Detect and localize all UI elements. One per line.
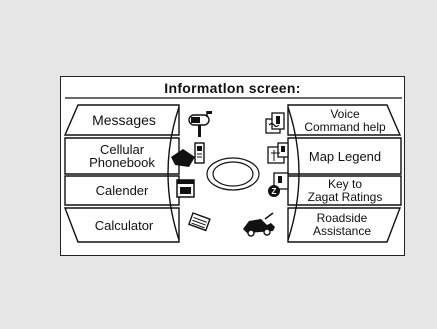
calculator-button[interactable]: Calculator	[71, 210, 177, 240]
calculator-button-label: Calculator	[94, 217, 154, 233]
map-legend-button-outline	[287, 137, 402, 175]
calender-button-label: Calender	[95, 183, 149, 198]
calender-button-outline	[64, 175, 180, 206]
map-legend-button[interactable]: Map Legend	[290, 139, 400, 173]
voice-help-button-outline	[287, 104, 402, 136]
panel-title: Informatlon screen:	[164, 80, 301, 96]
calender-button[interactable]: Calender	[67, 177, 177, 204]
messages-button[interactable]: Messages	[71, 107, 177, 134]
roadside-assistance-button[interactable]: Roadside Assistance	[290, 210, 394, 240]
phone-icon	[171, 142, 205, 167]
tow-truck-icon	[243, 212, 275, 237]
calculator-button-outline	[63, 207, 180, 243]
calculator-icon	[187, 212, 211, 232]
voice-command-help-button[interactable]: Voice Command help	[290, 107, 400, 134]
roadside-button-outline	[287, 207, 402, 243]
cellular-phonebook-button[interactable]: Cellular Phonebook	[67, 139, 177, 173]
center-wheel	[167, 106, 300, 241]
map-book-icon	[267, 142, 289, 164]
zagat-button-outline	[287, 175, 402, 206]
zagat-button-label: Key to Zagat Ratings	[307, 176, 383, 204]
book-help-icon	[265, 112, 285, 134]
phonebook-button-outline	[64, 137, 180, 175]
map-legend-button-label: Map Legend	[308, 148, 382, 164]
zagat-book-icon: Z	[268, 172, 289, 197]
roadside-button-label: Roadside Assistance	[312, 211, 372, 238]
svg-text:Z: Z	[272, 187, 277, 196]
messages-button-outline	[63, 104, 180, 136]
phonebook-button-label: Cellular Phonebook	[89, 142, 155, 170]
panel-graphics: Z	[63, 97, 402, 243]
zagat-ratings-button[interactable]: Key to Zagat Ratings	[290, 177, 400, 204]
calendar-icon	[176, 179, 195, 198]
voice-help-button-label: Voice Command help	[304, 106, 386, 134]
messages-button-label: Messages	[92, 112, 156, 128]
information-screen-panel: Z Informatlon screen: Messages Cellular …	[60, 76, 405, 256]
mailbox-icon	[188, 111, 212, 137]
